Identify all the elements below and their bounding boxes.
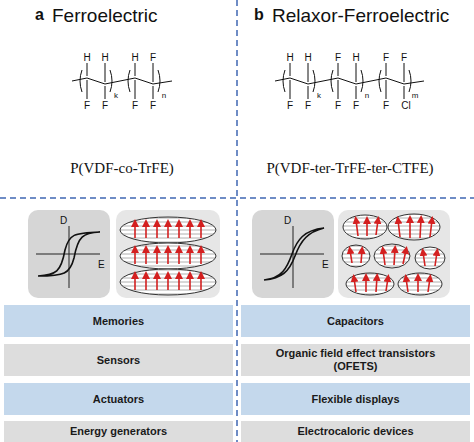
axis-label: E bbox=[322, 260, 329, 270]
atom-label: n bbox=[162, 92, 166, 101]
application-text: Memories bbox=[93, 315, 144, 328]
application-band: Flexible displays bbox=[241, 383, 470, 415]
atom-label: F bbox=[335, 100, 341, 111]
axis-label: D bbox=[60, 216, 67, 226]
application-band: Memories bbox=[4, 305, 233, 337]
atom-label: H bbox=[304, 52, 311, 63]
atom-label: F bbox=[335, 52, 341, 63]
atom-label: H bbox=[131, 52, 138, 63]
application-band: Energy generators bbox=[4, 421, 233, 442]
polymer-name: P(VDF-co-TrFE) bbox=[70, 160, 174, 177]
application-text: Capacitors bbox=[327, 315, 384, 328]
axis-label: D bbox=[284, 216, 291, 226]
chemical-structure bbox=[72, 63, 172, 99]
atom-label: F bbox=[383, 52, 389, 63]
polymer-name: P(VDF-ter-TrFE-ter-CTFE) bbox=[266, 160, 433, 177]
application-band: Capacitors bbox=[241, 305, 470, 337]
panel-title: Ferroelectric bbox=[52, 6, 158, 27]
atom-label: H bbox=[83, 52, 90, 63]
atom-label: F bbox=[150, 100, 156, 111]
atom-label: F bbox=[401, 52, 407, 63]
application-text: Energy generators bbox=[70, 425, 167, 438]
hysteresis-loop bbox=[252, 210, 334, 298]
application-band: Actuators bbox=[4, 383, 233, 415]
panel-letter: a bbox=[35, 6, 44, 24]
atom-label: F bbox=[305, 100, 311, 111]
atom-label: Cl bbox=[401, 100, 410, 111]
panel-letter: b bbox=[254, 6, 264, 24]
atom-label: F bbox=[150, 52, 156, 63]
domain-illustration bbox=[116, 210, 220, 298]
atom-label: F bbox=[383, 100, 389, 111]
application-text: Organic field effect transistors (OFETS) bbox=[261, 347, 451, 373]
application-band: Sensors bbox=[4, 344, 233, 376]
atom-label: k bbox=[114, 92, 118, 101]
application-text: Flexible displays bbox=[311, 393, 399, 406]
divider bbox=[236, 0, 238, 442]
atom-label: H bbox=[101, 52, 108, 63]
hysteresis-plot: DE bbox=[28, 210, 110, 298]
domain-illustration bbox=[338, 210, 450, 298]
chemical-structure bbox=[275, 63, 424, 99]
hysteresis-plot: DE bbox=[252, 210, 334, 298]
atom-label: F bbox=[132, 100, 138, 111]
application-text: Sensors bbox=[97, 354, 140, 367]
application-band: Organic field effect transistors (OFETS) bbox=[241, 344, 470, 376]
divider bbox=[0, 197, 474, 199]
atom-label: F bbox=[287, 100, 293, 111]
application-band: Electrocaloric devices bbox=[241, 421, 470, 442]
atom-label: F bbox=[84, 100, 90, 111]
application-text: Actuators bbox=[93, 393, 144, 406]
atom-label: H bbox=[352, 52, 359, 63]
axis-label: E bbox=[98, 260, 105, 270]
hysteresis-loop bbox=[28, 210, 110, 298]
atom-label: m bbox=[412, 92, 419, 101]
application-text: Electrocaloric devices bbox=[297, 425, 413, 438]
atom-label: H bbox=[286, 52, 293, 63]
atom-label: F bbox=[353, 100, 359, 111]
atom-label: F bbox=[102, 100, 108, 111]
atom-label: n bbox=[365, 92, 369, 101]
atom-label: k bbox=[317, 92, 321, 101]
panel-title: Relaxor-Ferroelectric bbox=[272, 6, 449, 27]
